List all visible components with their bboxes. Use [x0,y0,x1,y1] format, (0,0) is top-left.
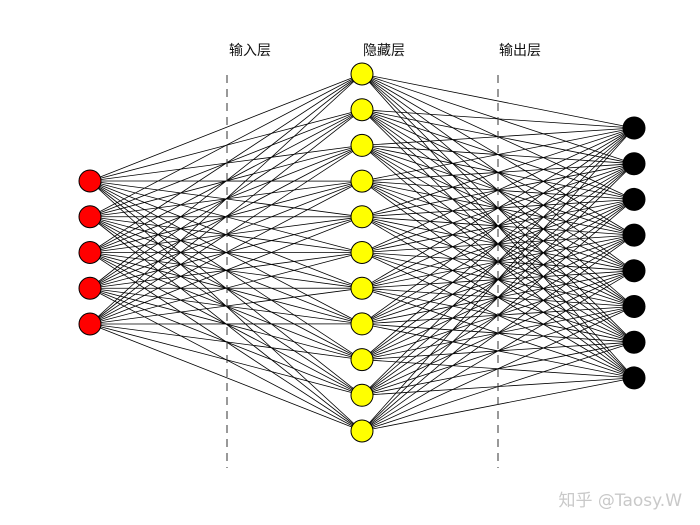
edge-hidden-output [361,163,635,432]
edge-hidden-output [361,306,635,432]
edge-hidden-output [361,127,635,432]
input-node [78,276,102,300]
edge-input-hidden [89,145,363,325]
edge-input-hidden [89,180,363,325]
input-node [78,241,102,264]
edge-hidden-output [361,127,635,218]
output-layer-label: 输出层 [499,43,541,59]
edge-hidden-output [361,127,635,182]
edge-input-hidden [89,73,363,218]
hidden-node [350,348,374,372]
layer-separators [226,75,499,468]
hidden-node [350,241,374,264]
hidden-layer-label: 隐藏层 [363,43,405,59]
hidden-node [350,205,374,229]
output-node [622,259,646,283]
hidden-node [350,169,374,193]
input-node [78,312,102,336]
edge-input-hidden [89,323,363,360]
edge-input-hidden [89,73,363,182]
watermark-text: 知乎 @Taosy.W [558,491,683,511]
edges-input-to-hidden [89,73,363,432]
hidden-node [350,419,374,443]
hidden-node [350,312,374,336]
output-node [622,187,646,211]
hidden-node [350,383,374,407]
output-node [622,366,646,390]
hidden-node [350,98,374,122]
hidden-node [350,276,374,300]
output-node [622,116,646,140]
edge-input-hidden [89,323,363,432]
hidden-node [350,62,374,86]
edge-input-hidden [89,73,363,289]
edge-input-hidden [89,73,363,325]
edge-hidden-output [361,127,635,325]
input-node [78,169,102,193]
network-nodes [78,62,646,443]
hidden-node [350,133,374,157]
edge-hidden-output [361,270,635,432]
output-node [622,330,646,354]
edge-hidden-output [361,73,635,129]
input-layer-label: 输入层 [229,43,271,59]
edge-input-hidden [89,216,363,325]
edge-input-hidden [89,287,363,325]
edge-input-hidden [89,109,363,325]
output-node [622,223,646,247]
output-node [622,295,646,318]
edges-hidden-to-output [361,73,635,432]
input-node [78,205,102,229]
edge-input-hidden [89,323,363,396]
edge-input-hidden [89,73,363,253]
output-node [622,152,646,176]
edge-input-hidden [89,252,363,325]
